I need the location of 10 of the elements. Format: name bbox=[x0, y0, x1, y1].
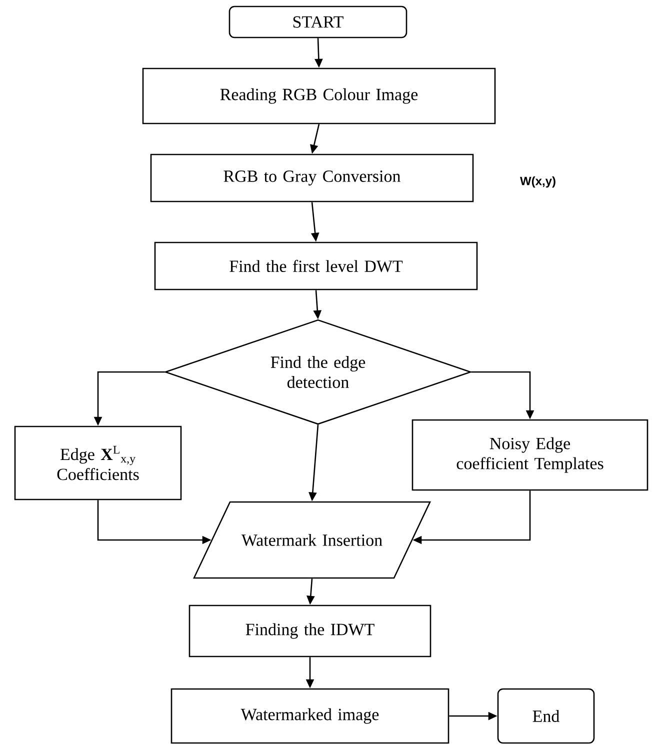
start-terminal: START bbox=[228, 6, 408, 38]
process-box: Reading RGB Colour Image bbox=[142, 68, 496, 124]
process-box: RGB to Gray Conversion bbox=[150, 154, 474, 202]
process-box: Watermarked image bbox=[170, 688, 450, 744]
end-terminal: End bbox=[497, 688, 595, 744]
process-box: Find the first level DWT bbox=[154, 242, 478, 290]
signal-label: W(x,y) bbox=[520, 176, 556, 188]
process-box: Edge X$^{L}$x,y Coefficients bbox=[14, 426, 182, 500]
process-box: Finding the IDWT bbox=[188, 604, 432, 658]
process-box: Noisy Edge coefficient Templates bbox=[412, 419, 648, 491]
